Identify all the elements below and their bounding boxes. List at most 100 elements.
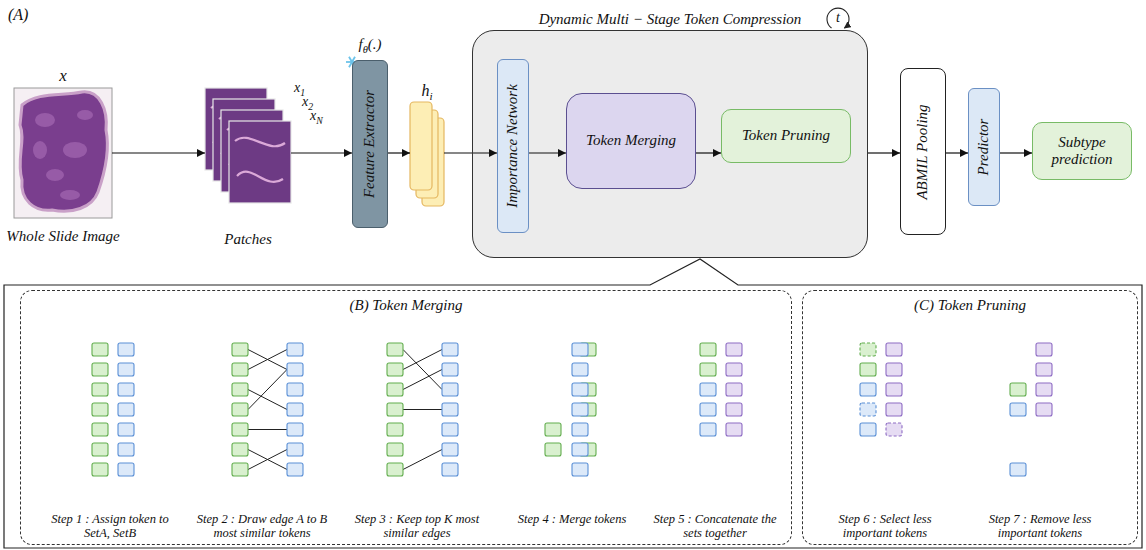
step-caption: Step 7 : Remove less important tokens [971, 512, 1109, 541]
token-square [726, 363, 742, 376]
token-square [700, 383, 716, 396]
token-square [387, 343, 403, 356]
flow-arrow [946, 152, 968, 153]
token-square [1010, 403, 1026, 416]
token-square [118, 363, 134, 376]
token-square [442, 423, 458, 436]
step-caption: Step 1 : Assign token to SetA, SetB [41, 512, 179, 541]
patch-tile [229, 121, 291, 203]
similarity-edge [248, 350, 287, 370]
node-text: Importance Network [504, 84, 521, 208]
node-text: Predictor [975, 119, 992, 176]
similarity-edge [403, 450, 442, 470]
flow-arrow [291, 152, 352, 153]
token-square [886, 423, 902, 436]
token-square [700, 363, 716, 376]
tissue-spot [77, 110, 93, 120]
token-square [572, 343, 588, 356]
text-part: x [310, 108, 316, 123]
subscript: N [316, 115, 323, 126]
token-square [886, 343, 902, 356]
token-square [572, 443, 588, 456]
step-caption: Step 2 : Draw edge A to B most similar t… [193, 512, 331, 541]
text-part: x [294, 80, 300, 95]
flow-arrow [529, 152, 566, 153]
token-square [287, 463, 303, 476]
token-square [572, 383, 588, 396]
step-caption: Step 6 : Select less important tokens [816, 512, 954, 541]
node-text: Token Pruning [742, 127, 830, 144]
similarity-edge [403, 409, 442, 410]
symbol-label: xN [310, 108, 323, 124]
token-square [118, 423, 134, 436]
flow-arrow [388, 152, 410, 153]
token-square [700, 403, 716, 416]
detail-frame [4, 259, 1142, 548]
token-square [442, 443, 458, 456]
token-square [1036, 383, 1052, 396]
token-square [442, 363, 458, 376]
token-square [232, 423, 248, 436]
token-square [860, 343, 876, 356]
token-square [572, 403, 588, 416]
token-square [287, 383, 303, 396]
process-box: Predictor [968, 88, 1000, 206]
tissue-blob [20, 92, 107, 211]
similarity-edge [248, 390, 287, 410]
node-text: (C) Token Pruning [914, 297, 1026, 314]
token-square [118, 443, 134, 456]
tissue-spot [60, 190, 80, 200]
token-square [860, 403, 876, 416]
heading-text: x [59, 66, 67, 86]
similarity-edge [248, 450, 287, 470]
text-part: (.) [368, 36, 382, 52]
token-square [387, 463, 403, 476]
token-square [442, 403, 458, 416]
token-square [700, 423, 716, 436]
process-box: Token Pruning [721, 109, 851, 163]
token-square [726, 423, 742, 436]
flow-arrow [444, 152, 497, 153]
flow-arrow [112, 152, 205, 153]
token-square [886, 383, 902, 396]
feature-stack: hi [410, 102, 444, 206]
token-square [726, 383, 742, 396]
node-text: ABMIL Pooling [914, 104, 931, 199]
tissue-spot [46, 169, 64, 181]
token-square [572, 363, 588, 376]
token-square [232, 463, 248, 476]
token-square [442, 343, 458, 356]
step-caption: Step 3 : Keep top K most similar edges [348, 512, 486, 541]
flow-arrow [868, 152, 900, 153]
node-text: (B) Token Merging [349, 297, 462, 314]
text-part: f [358, 36, 362, 52]
flow-arrow [1000, 152, 1032, 153]
similarity-edge [403, 350, 442, 370]
process-box: fθ(.)Feature Extractor [352, 60, 388, 228]
feature-card [410, 102, 432, 190]
slide-frame [14, 88, 112, 218]
tissue-spot [35, 113, 55, 127]
token-square [387, 443, 403, 456]
token-square [1010, 463, 1026, 476]
similarity-edge [248, 450, 287, 470]
token-square [92, 403, 108, 416]
node-text: Whole Slide Image [6, 228, 119, 245]
similarity-edge [248, 350, 287, 370]
token-square [572, 423, 588, 436]
token-square [287, 363, 303, 376]
token-square [92, 383, 108, 396]
output-box: Subtype prediction [1032, 122, 1132, 180]
token-square [442, 383, 458, 396]
token-square [726, 343, 742, 356]
similarity-edge [403, 370, 442, 390]
token-square [92, 423, 108, 436]
token-square [232, 403, 248, 416]
similarity-edge [248, 429, 287, 430]
token-square [860, 363, 876, 376]
process-box: Importance Network [497, 59, 529, 233]
heading-text: fθ(.) [358, 36, 381, 53]
